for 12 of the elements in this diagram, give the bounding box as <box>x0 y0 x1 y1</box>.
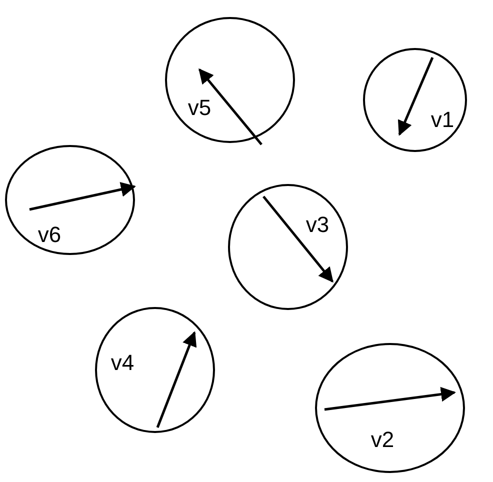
node-label: v3 <box>306 214 330 236</box>
node-label: v2 <box>370 428 394 450</box>
node-label: v6 <box>38 224 62 246</box>
circle-node <box>228 184 348 310</box>
node-label: v1 <box>430 108 454 130</box>
circle-node <box>315 343 465 473</box>
circle-node <box>5 145 135 255</box>
circle-node <box>363 48 467 152</box>
node-label: v4 <box>110 352 134 374</box>
circle-node <box>165 17 295 143</box>
circle-node <box>95 307 215 433</box>
node-label: v5 <box>188 96 212 118</box>
